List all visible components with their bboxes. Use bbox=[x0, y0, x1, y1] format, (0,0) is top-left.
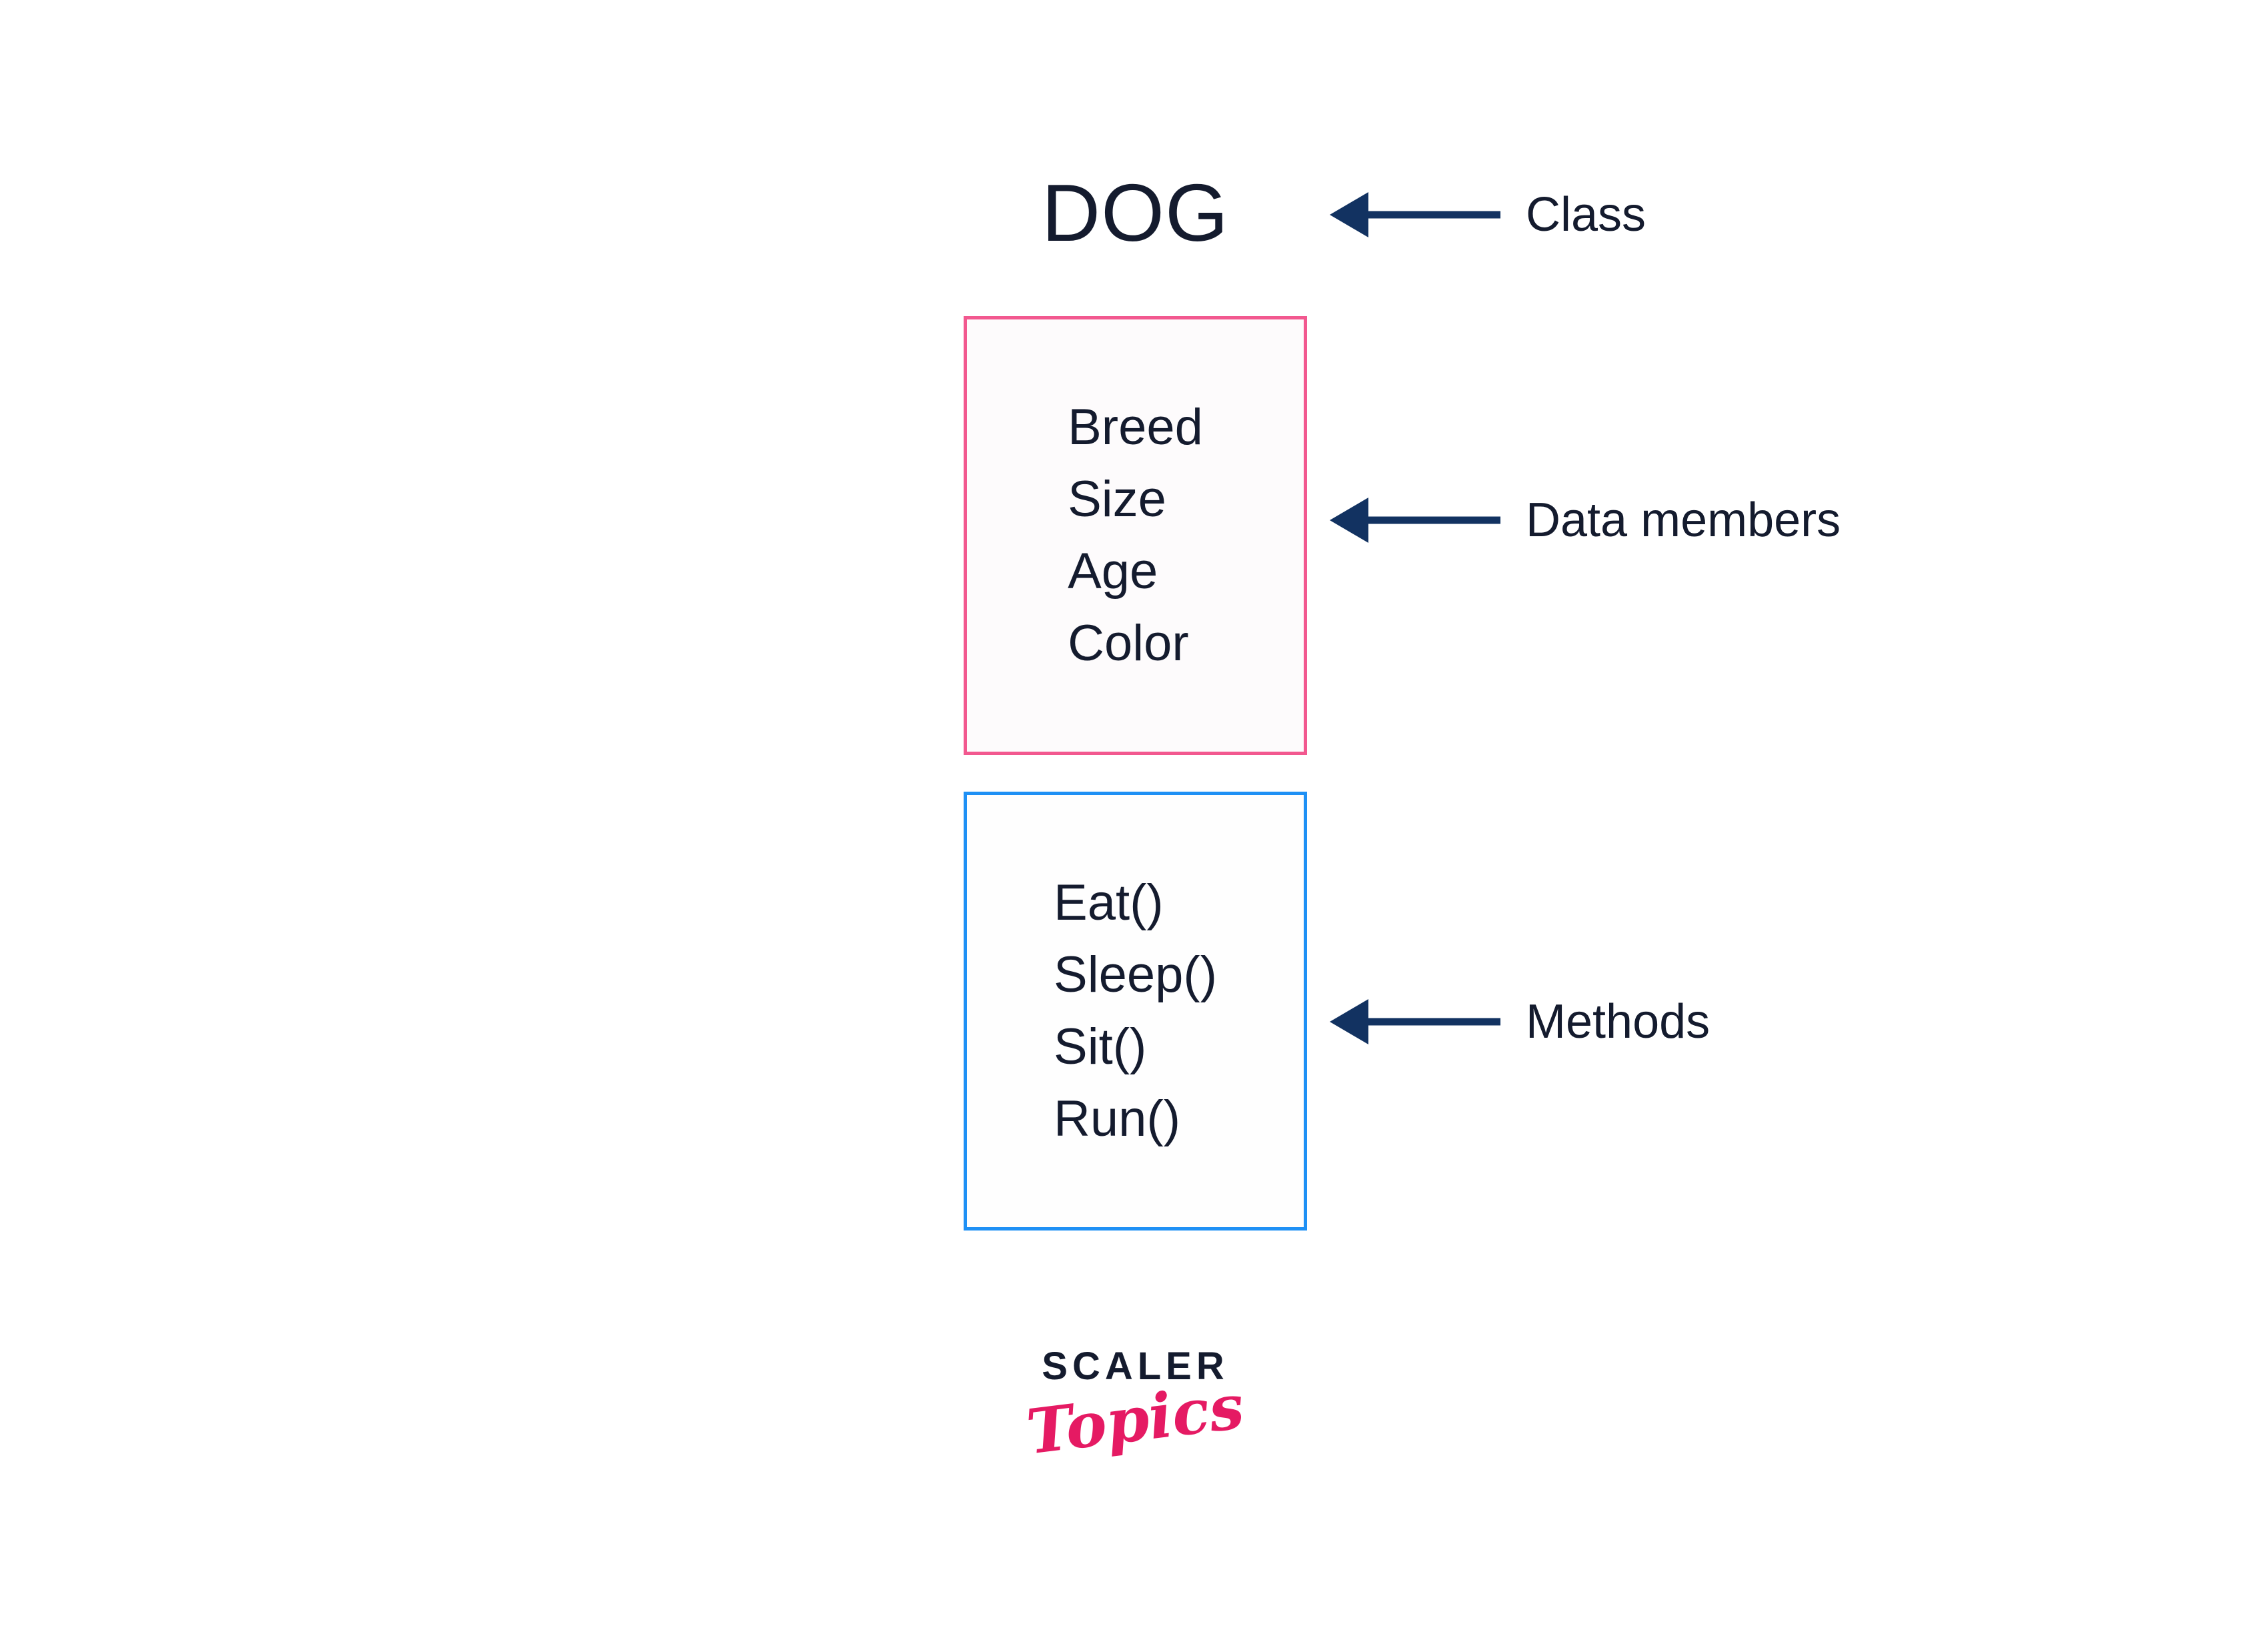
method-item: Sleep() bbox=[1054, 946, 1217, 1004]
data-member-item: Age bbox=[1068, 543, 1158, 600]
annotation-label-class: Class bbox=[1526, 188, 1646, 241]
annotation-class: Class bbox=[1327, 175, 1646, 255]
annotation-label-methods: Methods bbox=[1526, 995, 1711, 1048]
annotation-methods: Methods bbox=[1327, 982, 1710, 1062]
left-arrow-icon bbox=[1330, 498, 1500, 543]
left-arrow-icon bbox=[1330, 192, 1500, 237]
logo-scaler-text: SCALER bbox=[1042, 1345, 1229, 1388]
methods-list: Eat() Sleep() Sit() Run() bbox=[1054, 867, 1217, 1155]
left-arrow-icon bbox=[1330, 999, 1500, 1044]
method-item: Run() bbox=[1054, 1090, 1181, 1147]
class-name-title: DOG bbox=[1042, 167, 1229, 258]
method-item: Sit() bbox=[1054, 1018, 1147, 1075]
annotation-data-members: Data members bbox=[1327, 480, 1841, 560]
scaler-topics-logo: SCALER Topics bbox=[964, 1345, 1307, 1469]
data-members-box: Breed Size Age Color bbox=[964, 316, 1307, 755]
data-member-item: Color bbox=[1068, 614, 1189, 672]
annotation-label-data-members: Data members bbox=[1526, 494, 1841, 547]
data-member-item: Size bbox=[1068, 471, 1166, 528]
data-members-list: Breed Size Age Color bbox=[1068, 391, 1203, 680]
data-member-item: Breed bbox=[1068, 399, 1203, 456]
methods-box: Eat() Sleep() Sit() Run() bbox=[964, 792, 1307, 1231]
method-item: Eat() bbox=[1054, 874, 1164, 932]
